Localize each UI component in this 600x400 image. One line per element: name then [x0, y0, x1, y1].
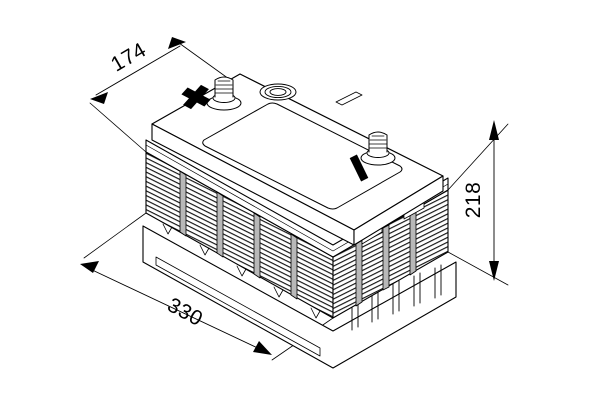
base-plinth	[142, 225, 457, 369]
arrowhead-330-start	[80, 261, 99, 273]
positive-terminal-threads	[214, 80, 234, 94]
extension-line-218-b	[447, 251, 509, 286]
dimension-label-218: 218	[462, 182, 485, 219]
battery-body	[142, 73, 457, 369]
vent-cap	[259, 83, 297, 101]
lid-inset-panel	[202, 102, 403, 210]
extension-line-218-a	[447, 123, 509, 191]
positive-terminal-post	[214, 76, 234, 98]
dimension-line-330	[87, 267, 263, 351]
handle-tab	[335, 91, 363, 106]
arrowhead-174-start	[90, 92, 108, 104]
battery-lid	[151, 73, 444, 246]
negative-terminal-post	[368, 131, 388, 153]
arrowhead-330-end	[253, 341, 272, 355]
dimension-label-330: 330	[164, 294, 207, 331]
arrowhead-218-top	[489, 120, 499, 140]
arrowhead-174-end	[168, 37, 186, 49]
front-clips	[162, 223, 321, 319]
lid-skirt-right	[353, 175, 444, 246]
extension-line-330-a	[83, 212, 147, 259]
terminal-negative	[349, 131, 396, 182]
arrowhead-218-bottom	[489, 261, 499, 281]
negative-terminal-threads	[368, 135, 388, 149]
base-channel	[155, 256, 321, 357]
extension-line-174-a	[89, 102, 147, 153]
positive-marking	[181, 84, 211, 110]
dimension-line-174	[95, 45, 181, 96]
dimension-218: 218	[447, 120, 509, 286]
terminal-positive	[181, 76, 242, 111]
negative-marking	[349, 154, 369, 182]
dimension-label-174: 174	[107, 38, 150, 76]
